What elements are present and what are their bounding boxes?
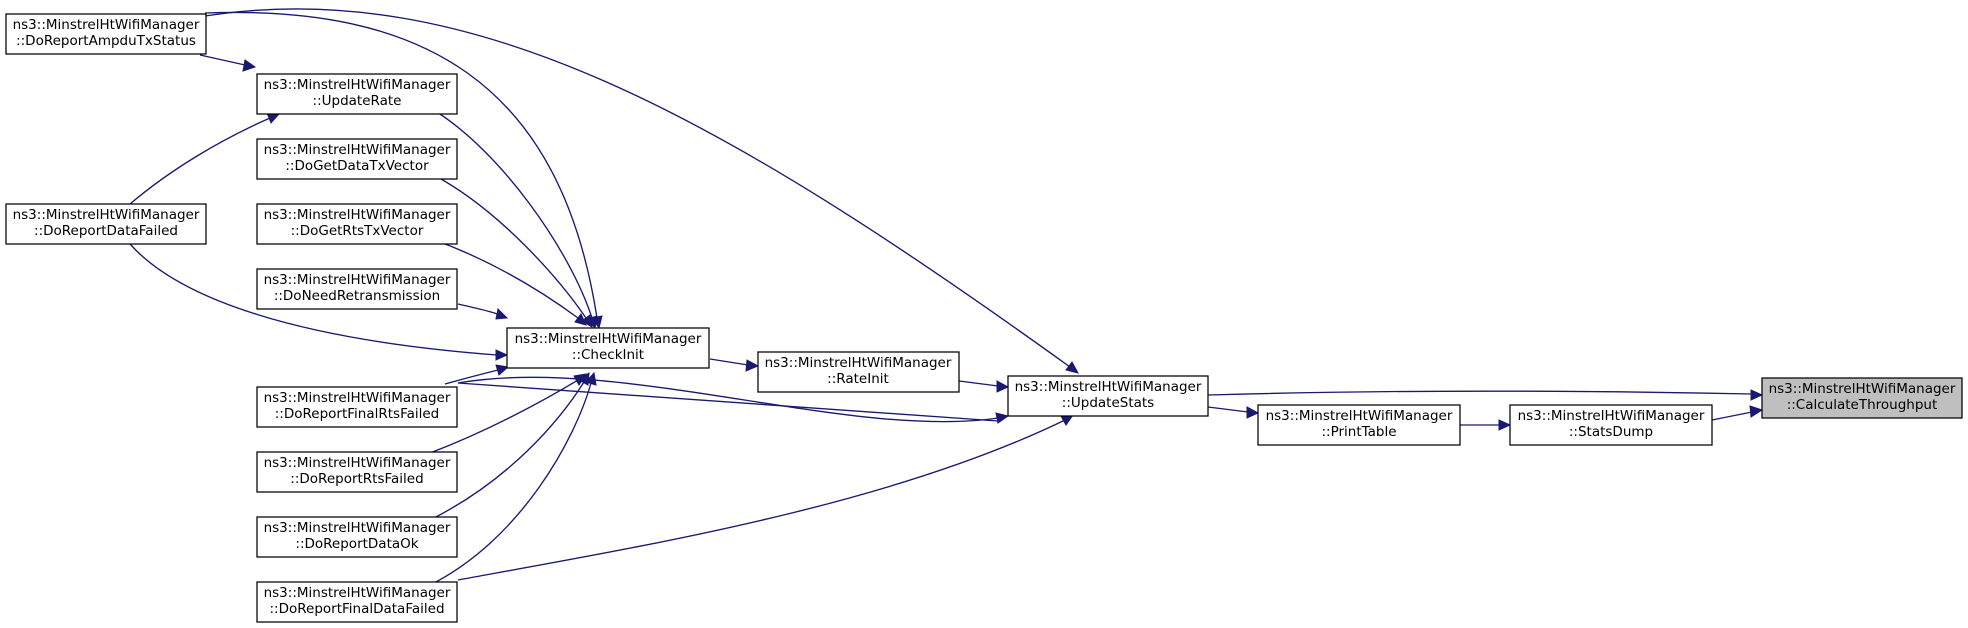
node-rate-init-line1: ns3::MinstrelHtWifiManager xyxy=(765,355,952,371)
edge-print-to-stats xyxy=(1460,419,1512,431)
node-do-report-data-failed[interactable]: ns3::MinstrelHtWifiManager ::DoReportDat… xyxy=(5,203,207,245)
node-do-report-rts-failed-line1: ns3::MinstrelHtWifiManager xyxy=(264,455,451,471)
node-do-report-final-rts-failed[interactable]: ns3::MinstrelHtWifiManager ::DoReportFin… xyxy=(256,386,458,428)
node-print-table-line2: ::PrintTable xyxy=(1321,424,1396,440)
node-do-report-data-failed-line2: ::DoReportDataFailed xyxy=(34,223,178,239)
edge-dataok-to-update xyxy=(457,382,999,422)
node-update-rate-line1: ns3::MinstrelHtWifiManager xyxy=(264,77,451,93)
node-print-table-line1: ns3::MinstrelHtWifiManager xyxy=(1266,408,1453,424)
edge-stats-to-calc xyxy=(1711,405,1764,421)
node-check-init-line1: ns3::MinstrelHtWifiManager xyxy=(515,331,702,347)
node-do-need-retransmission[interactable]: ns3::MinstrelHtWifiManager ::DoNeedRetra… xyxy=(256,268,458,310)
node-do-report-data-ok-line2: ::DoReportDataOk xyxy=(295,536,418,552)
node-do-get-rts-tx-vector-line2: ::DoGetRtsTxVector xyxy=(291,223,424,239)
edge-update-to-print xyxy=(1207,406,1260,419)
edge-ampdu-to-updaterate xyxy=(199,54,257,72)
edge-checkinit-to-rateinit xyxy=(709,358,760,372)
edge-getrts-to-checkinit xyxy=(431,238,587,326)
node-do-get-data-tx-vector-line1: ns3::MinstrelHtWifiManager xyxy=(264,142,451,158)
edge-finalrts-to-checkinit xyxy=(444,364,510,385)
node-do-report-final-data-failed[interactable]: ns3::MinstrelHtWifiManager ::DoReportFin… xyxy=(256,581,458,623)
node-do-report-rts-failed[interactable]: ns3::MinstrelHtWifiManager ::DoReportRts… xyxy=(256,451,458,493)
edge-ampdu-to-update xyxy=(204,8,1079,374)
edge-update-to-calc xyxy=(1207,389,1764,401)
node-do-need-retransmission-line2: ::DoNeedRetransmission xyxy=(274,288,440,304)
node-do-get-rts-tx-vector-line1: ns3::MinstrelHtWifiManager xyxy=(264,207,451,223)
node-do-report-ampdu-tx-status-line2: ::DoReportAmpduTxStatus xyxy=(16,33,196,49)
edges xyxy=(129,8,1764,586)
edge-rateinit-to-update xyxy=(958,380,1010,393)
edge-finaldata-to-checkinit xyxy=(429,371,597,586)
node-check-init-line2: ::CheckInit xyxy=(572,347,644,363)
node-do-need-retransmission-line1: ns3::MinstrelHtWifiManager xyxy=(264,272,451,288)
node-do-report-final-rts-failed-line2: ::DoReportFinalRtsFailed xyxy=(275,406,440,422)
node-do-report-ampdu-tx-status-line1: ns3::MinstrelHtWifiManager xyxy=(13,17,200,33)
node-calculate-throughput[interactable]: ns3::MinstrelHtWifiManager ::CalculateTh… xyxy=(1761,377,1963,419)
node-do-report-rts-failed-line2: ::DoReportRtsFailed xyxy=(290,471,423,487)
node-do-report-final-data-failed-line2: ::DoReportFinalDataFailed xyxy=(269,601,444,617)
edge-finaldata-to-update xyxy=(457,414,1075,581)
node-stats-dump-line1: ns3::MinstrelHtWifiManager xyxy=(1518,408,1705,424)
node-do-report-final-data-failed-line1: ns3::MinstrelHtWifiManager xyxy=(264,585,451,601)
node-update-rate-line2: ::UpdateRate xyxy=(313,93,402,109)
node-do-get-data-tx-vector[interactable]: ns3::MinstrelHtWifiManager ::DoGetDataTx… xyxy=(256,138,458,180)
node-do-get-data-tx-vector-line2: ::DoGetDataTxVector xyxy=(285,158,429,174)
node-rate-init-line2: ::RateInit xyxy=(827,371,889,387)
node-update-rate[interactable]: ns3::MinstrelHtWifiManager ::UpdateRate xyxy=(256,73,458,115)
node-print-table[interactable]: ns3::MinstrelHtWifiManager ::PrintTable xyxy=(1257,404,1461,446)
edge-datafailed-to-checkinit xyxy=(129,243,509,361)
node-do-report-data-ok[interactable]: ns3::MinstrelHtWifiManager ::DoReportDat… xyxy=(256,516,458,558)
node-calculate-throughput-line1: ns3::MinstrelHtWifiManager xyxy=(1769,381,1956,397)
node-rate-init[interactable]: ns3::MinstrelHtWifiManager ::RateInit xyxy=(757,351,960,393)
node-update-stats[interactable]: ns3::MinstrelHtWifiManager ::UpdateStats xyxy=(1007,375,1209,417)
edge-getdata-to-checkinit xyxy=(431,173,593,328)
node-do-report-data-failed-line1: ns3::MinstrelHtWifiManager xyxy=(13,207,200,223)
node-do-report-final-rts-failed-line1: ns3::MinstrelHtWifiManager xyxy=(264,390,451,406)
edge-needretrans-to-checkinit xyxy=(457,303,509,320)
node-do-report-ampdu-tx-status[interactable]: ns3::MinstrelHtWifiManager ::DoReportAmp… xyxy=(5,13,207,55)
edge-dataok-to-update-b xyxy=(457,376,1010,424)
nodes: ns3::MinstrelHtWifiManager ::CalculateTh… xyxy=(5,13,1963,623)
node-stats-dump-line2: ::StatsDump xyxy=(1569,424,1653,440)
node-do-report-data-ok-line1: ns3::MinstrelHtWifiManager xyxy=(264,520,451,536)
node-update-stats-line1: ns3::MinstrelHtWifiManager xyxy=(1015,379,1202,395)
node-calculate-throughput-line2: ::CalculateThroughput xyxy=(1787,397,1938,413)
node-update-stats-line2: ::UpdateStats xyxy=(1062,395,1154,411)
node-check-init[interactable]: ns3::MinstrelHtWifiManager ::CheckInit xyxy=(506,327,710,369)
node-do-get-rts-tx-vector[interactable]: ns3::MinstrelHtWifiManager ::DoGetRtsTxV… xyxy=(256,203,458,245)
node-stats-dump[interactable]: ns3::MinstrelHtWifiManager ::StatsDump xyxy=(1509,404,1713,446)
